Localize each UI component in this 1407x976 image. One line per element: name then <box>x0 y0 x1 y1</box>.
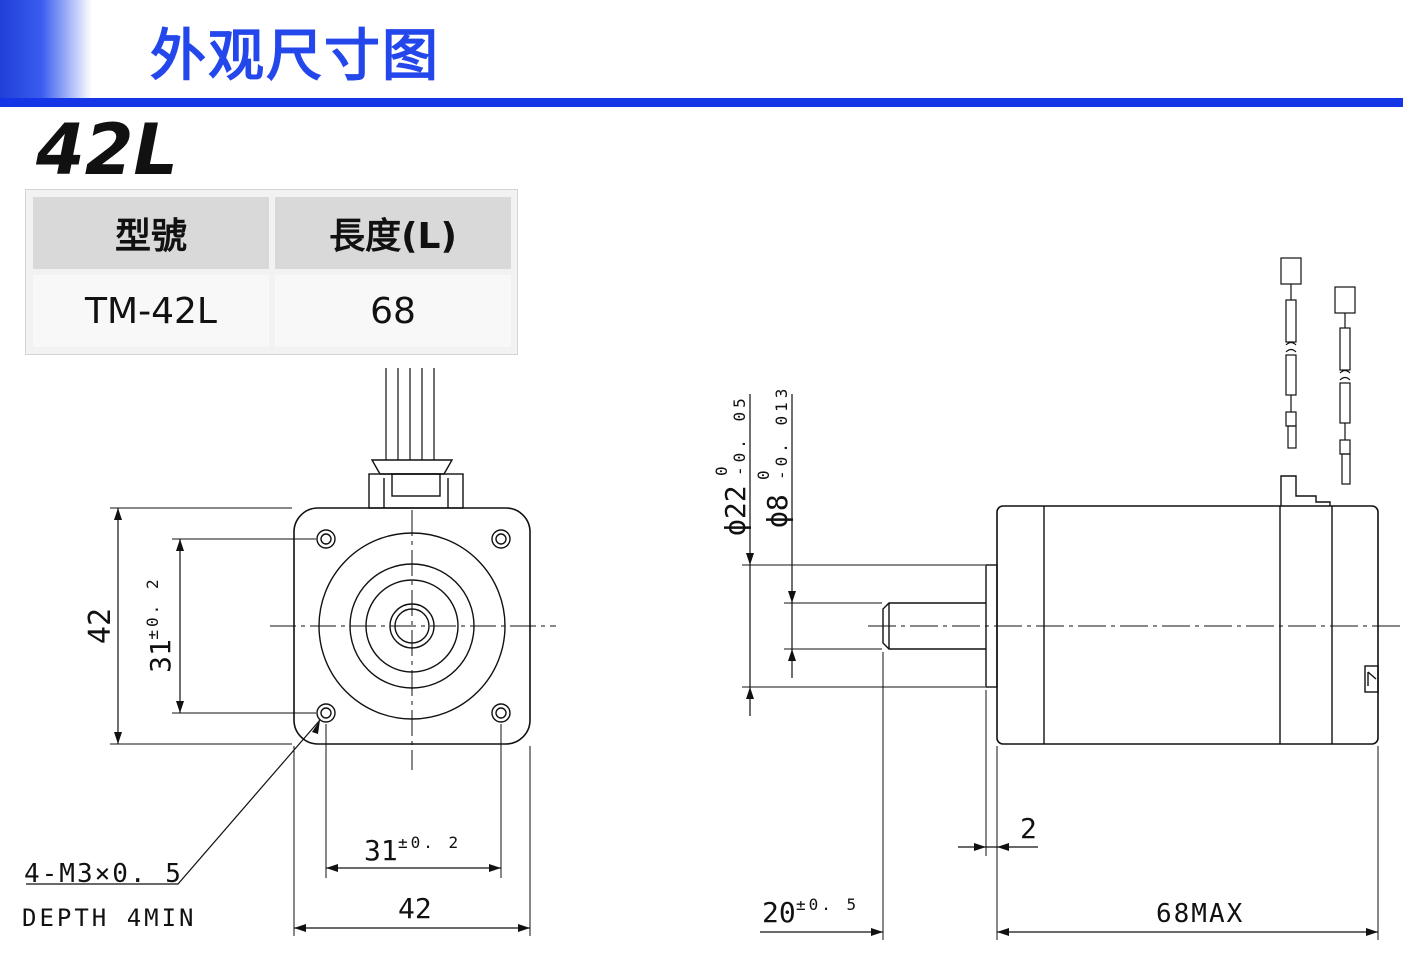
table-cell-model: TM-42L <box>33 275 269 347</box>
side-boss-diameter-label: ϕ22 0 -0. 05 <box>712 394 752 536</box>
side-cable-exit <box>1280 475 1331 506</box>
side-dim-shaft-len-tol: ±0. 5 <box>796 895 859 914</box>
side-arrowheads <box>746 553 1378 936</box>
front-center-lines <box>270 510 556 770</box>
side-shaft-dia: ϕ8 <box>761 494 794 528</box>
front-depth-note: DEPTH 4MIN <box>22 904 197 932</box>
table-header-length: 長度(L) <box>275 197 511 269</box>
table-cell-length: 68 <box>275 275 511 347</box>
header-gradient-block <box>0 0 92 104</box>
front-lead-wires <box>385 368 435 460</box>
side-rear-label <box>1364 665 1379 693</box>
side-dim-body-len: 68MAX <box>1156 899 1244 929</box>
side-dimension-lines <box>749 394 1378 933</box>
spec-table: 型號 長度(L) TM-42L 68 <box>25 189 518 355</box>
table-header-model: 型號 <box>33 197 269 269</box>
front-dim-width: 42 <box>398 892 432 925</box>
model-heading: 42L <box>36 109 179 191</box>
front-view <box>26 368 556 936</box>
front-dim-hole-pitch-v: 31 <box>144 639 177 673</box>
side-dim-boss-len: 2 <box>1020 812 1037 845</box>
side-shaft-tol-lower: -0. 013 <box>772 385 791 480</box>
side-dim-shaft-len: 20 <box>762 896 796 929</box>
front-thread-note: 4-M3×0. 5 <box>24 859 183 889</box>
side-view <box>742 257 1402 940</box>
header-divider <box>0 98 1403 107</box>
front-dim-hole-pitch-h: 31 <box>364 834 398 867</box>
front-dimension-lines <box>117 508 530 929</box>
side-boss-tol-upper: 0 <box>712 466 731 476</box>
side-lead-wire-1 <box>1280 257 1302 449</box>
front-dim-hole-pitch-h-tol: ±0. 2 <box>398 833 461 852</box>
side-extension-lines <box>742 564 1379 940</box>
side-motor-body <box>996 505 1379 745</box>
side-boss-dia: ϕ22 <box>719 485 752 536</box>
front-dim-height: 42 <box>83 608 118 644</box>
front-connector <box>368 459 464 509</box>
front-mounting-holes <box>316 529 511 723</box>
side-lead-wire-2 <box>1334 286 1356 485</box>
front-thread-leader <box>26 719 321 885</box>
front-dim-hole-pitch-v-tol: ±0. 2 <box>143 576 162 639</box>
front-extension-lines <box>110 507 531 936</box>
page-title: 外观尺寸图 <box>150 24 440 89</box>
side-boss-tol-lower: -0. 05 <box>730 394 749 476</box>
side-shaft-tol-upper: 0 <box>754 470 773 480</box>
front-arrowheads <box>114 508 530 932</box>
side-shaft-diameter-label: ϕ8 0 -0. 013 <box>754 385 794 528</box>
